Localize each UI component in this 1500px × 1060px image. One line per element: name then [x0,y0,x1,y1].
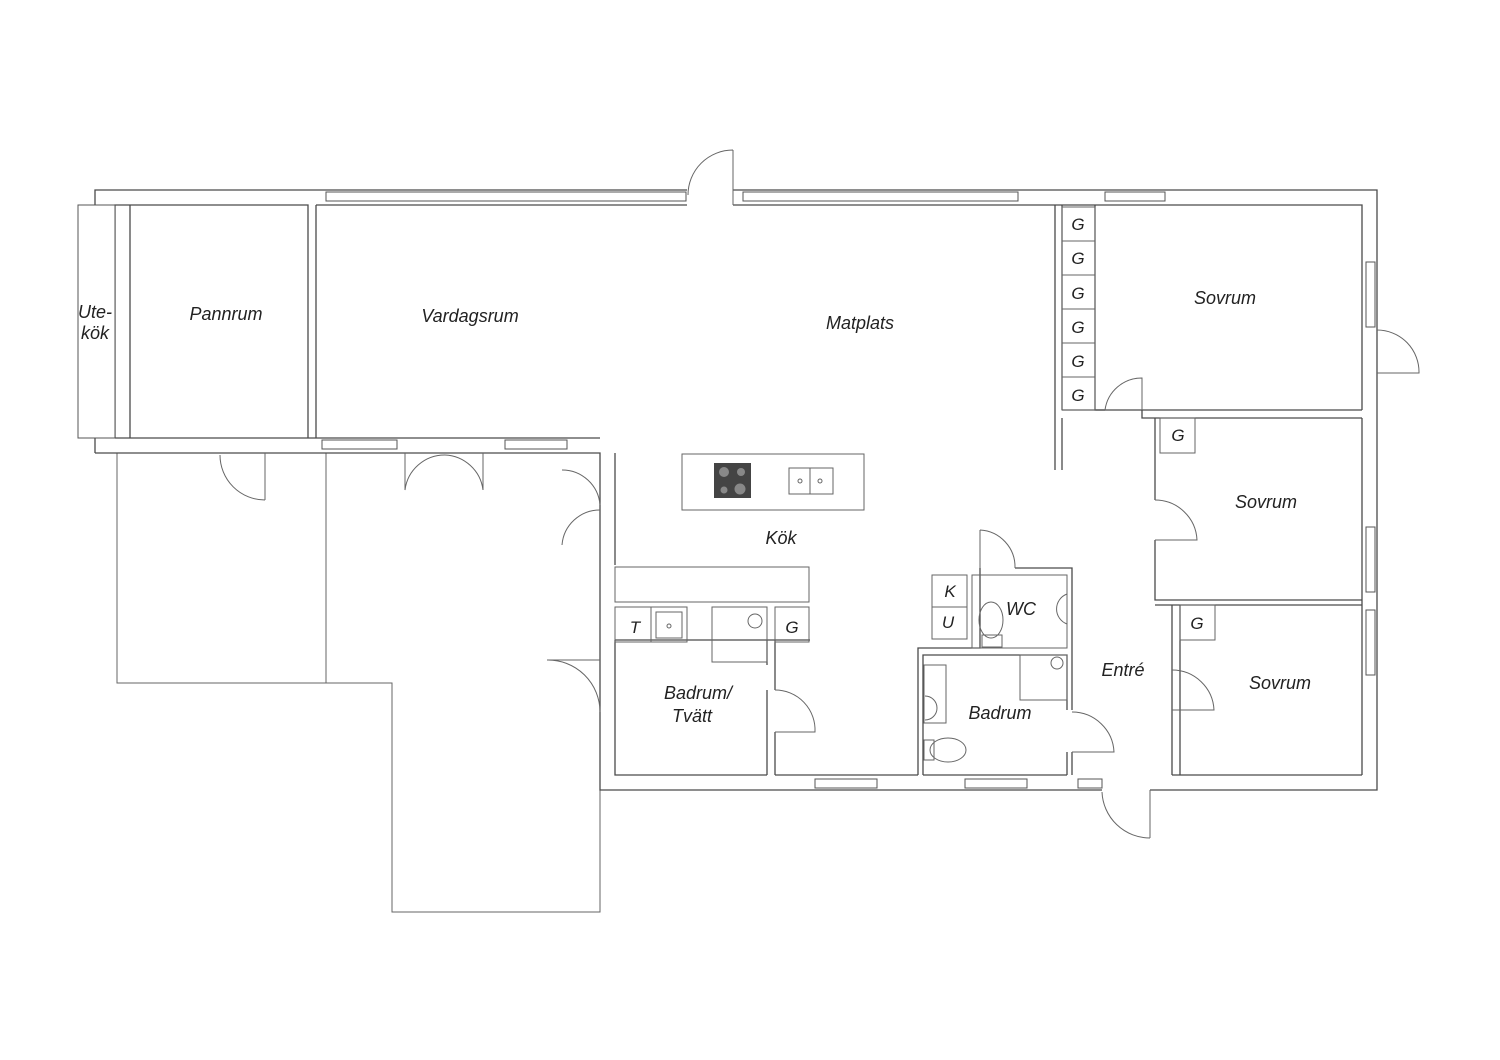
wardrobes [614,206,1216,763]
room-label-pannrum: Pannrum [189,304,262,324]
room-label-sovrum-3: Sovrum [1249,673,1311,693]
room-label-entre: Entré [1101,660,1144,680]
room-label-utekok: Ute- [78,302,112,322]
wardrobe-label: G [1171,426,1184,445]
room-label-wc: WC [1006,599,1037,619]
dryer-label: T [630,618,642,637]
wardrobe-label: G [1071,352,1084,371]
wardrobe-label: G [1071,215,1084,234]
room-label-badrum-tvatt-2: Tvätt [672,706,713,726]
room-label-kok: Kök [765,528,797,548]
kitchen-island [681,453,865,511]
wardrobe-label: G [1071,284,1084,303]
windows [77,191,1376,789]
room-label-vardagsrum: Vardagsrum [421,306,518,326]
wardrobe-label: G [1071,386,1084,405]
terrace-outline [116,453,601,913]
fridge-label: K [944,582,956,601]
stove-icon [714,463,751,498]
room-label-matplats: Matplats [826,313,894,333]
wc-basin-icon [1056,593,1068,625]
sink-icon [788,467,834,495]
bath-basin-icon [924,695,938,721]
fixture-labels: G G G G G G G G G T K U [630,215,1204,637]
room-labels: Ute- kök Pannrum Vardagsrum Matplats Kök… [78,288,1311,726]
room-label-utekok-2: kök [81,323,110,343]
room-label-sovrum-1: Sovrum [1194,288,1256,308]
wardrobe-label: G [1071,318,1084,337]
outer-walls [94,189,1378,791]
room-label-badrum: Badrum [968,703,1031,723]
room-label-sovrum-2: Sovrum [1235,492,1297,512]
bath-toilet-icon [929,737,967,763]
wardrobe-label: G [1190,614,1203,633]
doors [219,149,1420,839]
wardrobe-label: G [1071,249,1084,268]
wardrobe-label: G [785,618,798,637]
oven-label: U [942,613,955,632]
room-label-badrum-tvatt: Badrum/ [664,683,734,703]
wc-toilet-icon [978,601,1004,639]
